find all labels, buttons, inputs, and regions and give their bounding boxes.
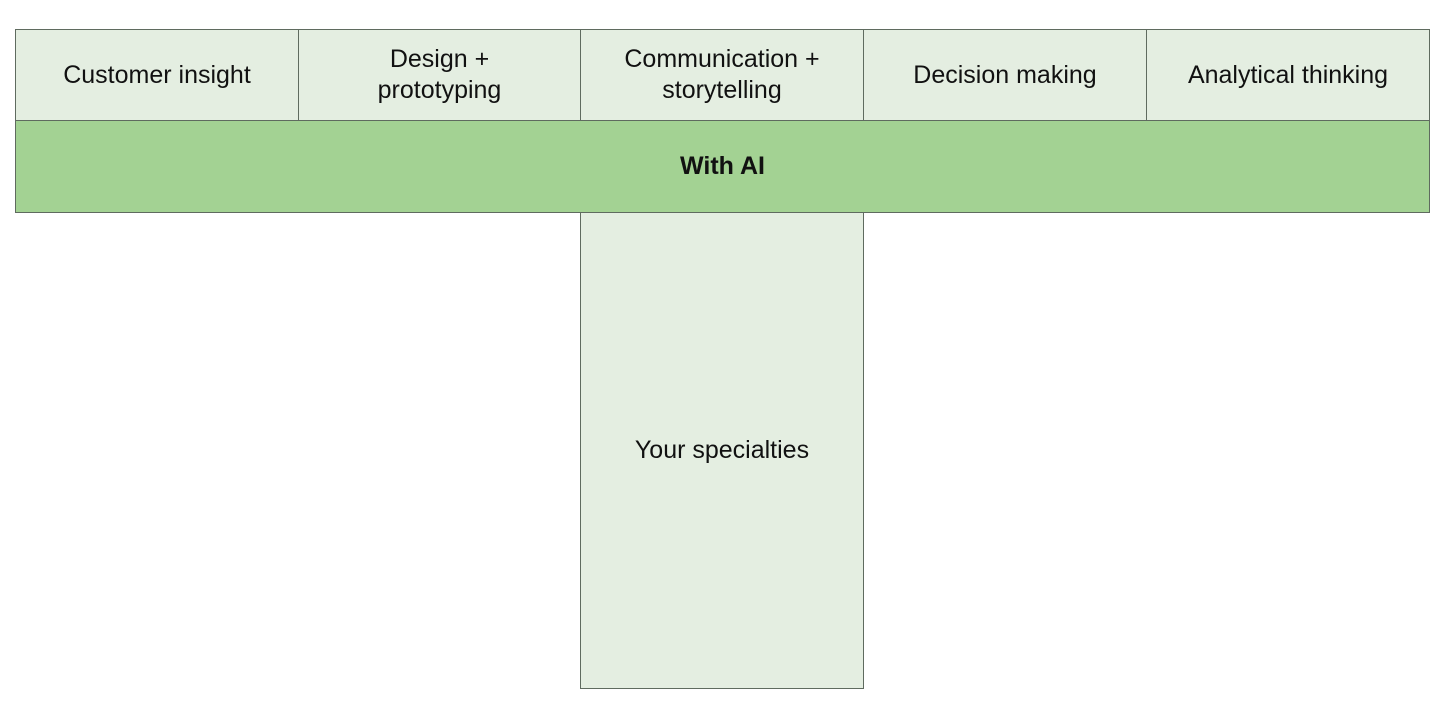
skill-label: Decision making bbox=[913, 60, 1097, 89]
skill-box-decision-making: Decision making bbox=[863, 29, 1147, 121]
skill-box-analytical-thinking: Analytical thinking bbox=[1146, 29, 1430, 121]
skill-label: Design + prototyping bbox=[377, 45, 502, 104]
with-ai-band: With AI bbox=[15, 120, 1430, 213]
skill-label: Customer insight bbox=[63, 60, 251, 89]
band-label: With AI bbox=[680, 152, 765, 180]
skill-box-design-prototyping: Design + prototyping bbox=[298, 29, 581, 121]
stem-label: Your specialties bbox=[634, 436, 810, 464]
specialties-stem: Your specialties bbox=[580, 212, 864, 689]
skill-label: Communication + storytelling bbox=[624, 45, 820, 104]
skill-label: Analytical thinking bbox=[1187, 60, 1389, 89]
skill-box-communication-storytelling: Communication + storytelling bbox=[580, 29, 864, 121]
skill-box-customer-insight: Customer insight bbox=[15, 29, 299, 121]
